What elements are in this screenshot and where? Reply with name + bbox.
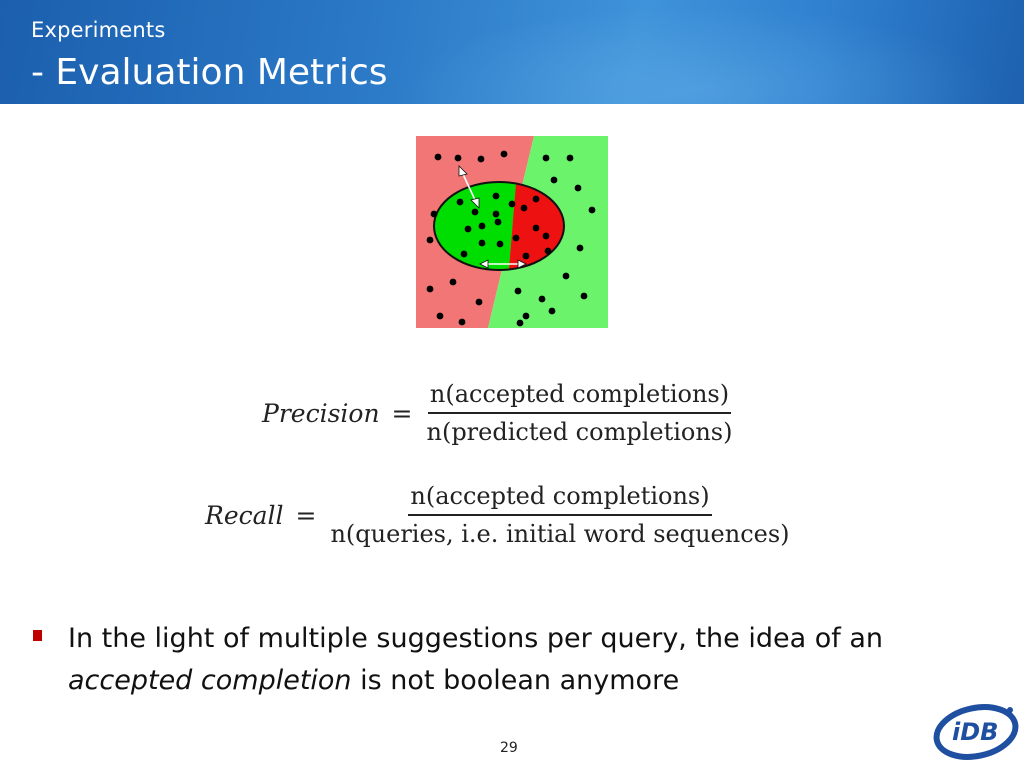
precision-equals: = xyxy=(391,398,413,428)
diagonal-double-arrow xyxy=(458,165,480,209)
idb-logo-icon: iDB xyxy=(933,704,1019,760)
horizontal-double-arrow xyxy=(479,259,527,269)
recall-formula: Recall = n(accepted completions) n(queri… xyxy=(205,482,792,548)
precision-label: Precision xyxy=(262,398,380,428)
bullet-square-icon xyxy=(33,630,42,641)
recall-label: Recall xyxy=(205,500,284,530)
precision-denominator: n(predicted completions) xyxy=(426,418,733,446)
header-decoration xyxy=(0,0,1024,104)
selected-elements-oval xyxy=(433,181,565,271)
precision-formula: Precision = n(accepted completions) n(pr… xyxy=(262,380,734,446)
bullet-text-before: In the light of multiple suggestions per… xyxy=(68,623,883,654)
slide-section-label: Experiments xyxy=(31,18,166,42)
recall-numerator: n(accepted completions) xyxy=(408,482,712,516)
page-number: 29 xyxy=(500,740,518,756)
svg-text:iDB: iDB xyxy=(952,718,998,746)
bullet-text-after: is not boolean anymore xyxy=(351,665,680,696)
precision-fraction: n(accepted completions) n(predicted comp… xyxy=(425,380,735,446)
recall-denominator: n(queries, i.e. initial word sequences) xyxy=(330,520,790,548)
precision-recall-diagram xyxy=(416,136,608,328)
slide-title: - Evaluation Metrics xyxy=(31,52,388,93)
bullet-point: In the light of multiple suggestions per… xyxy=(68,618,968,702)
data-points xyxy=(426,150,596,327)
bullet-emphasis: accepted completion xyxy=(68,665,352,696)
recall-equals: = xyxy=(295,500,317,530)
precision-numerator: n(accepted completions) xyxy=(427,380,732,414)
title-bar: Experiments - Evaluation Metrics xyxy=(0,0,1024,104)
recall-fraction: n(accepted completions) n(queries, i.e. … xyxy=(328,482,791,548)
